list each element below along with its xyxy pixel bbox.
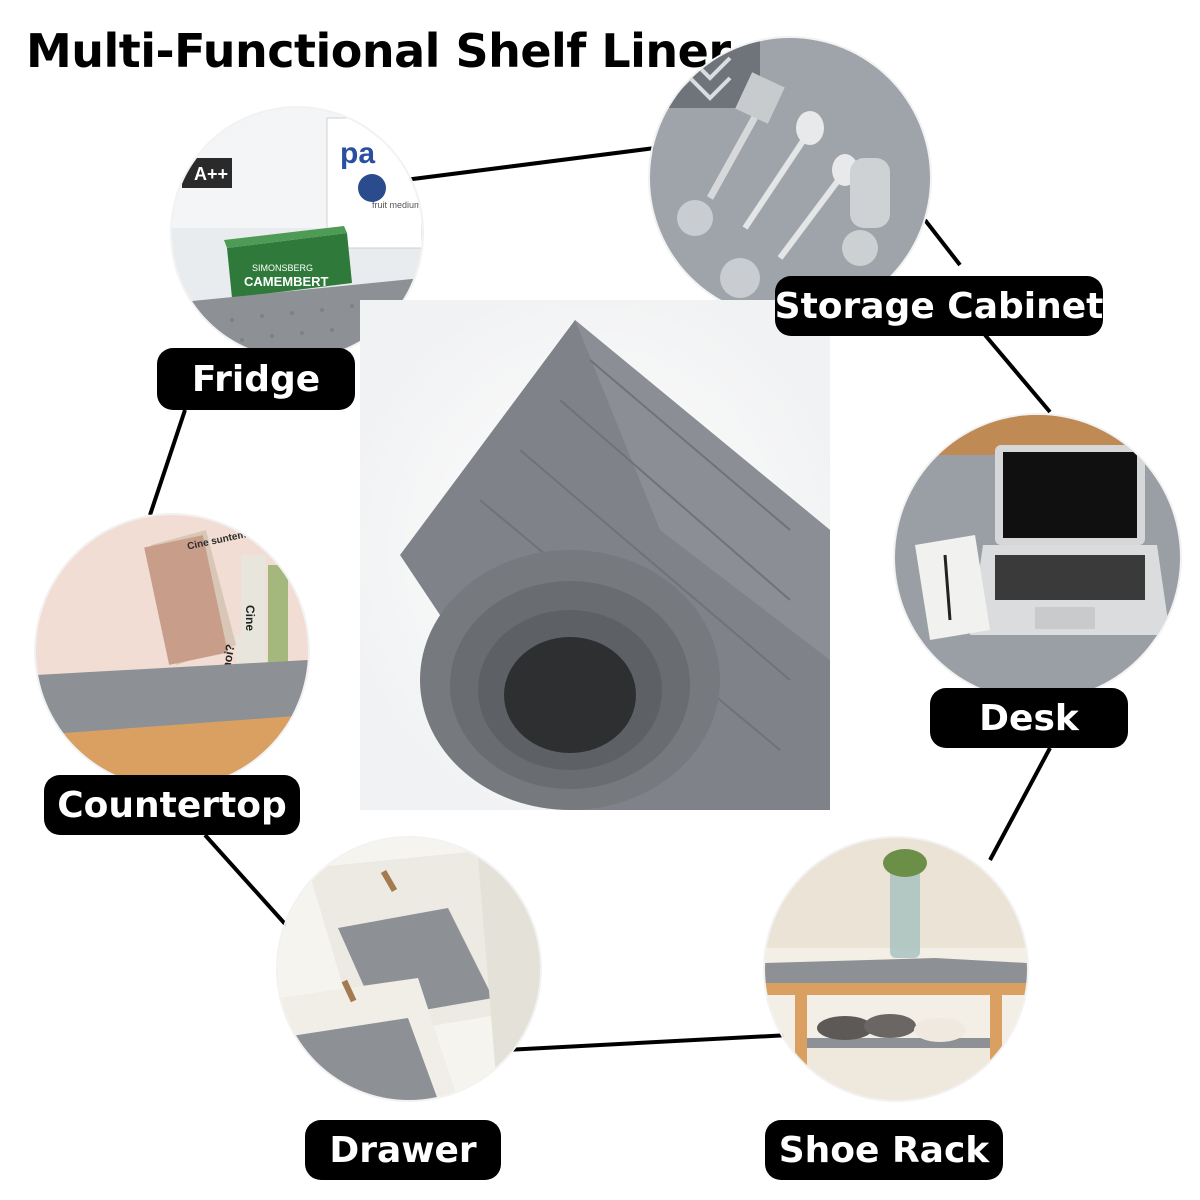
box-top-text: SIMONSBERG [252,263,313,273]
energy-label: A++ [194,164,228,184]
box-main-text: CAMEMBERT [244,274,329,289]
label-desk: Desk [930,688,1128,748]
page-title: Multi-Functional Shelf Liner [26,24,731,78]
label-shoe-rack: Shoe Rack [765,1120,1003,1180]
label-fridge: Fridge [157,348,355,410]
label-countertop: Countertop [44,775,300,835]
shelf-liner-roll [360,300,830,810]
carton-brand: pa [340,137,375,170]
drawer-photo [278,838,540,1100]
countertop-photo: Cine suntem noi? Cine noi? [36,515,308,787]
label-drawer: Drawer [305,1120,501,1180]
shoe-rack-photo [765,838,1027,1100]
desk-photo [895,415,1180,700]
book-spine-1: Cine [243,605,257,631]
book-spine-2: noi? [219,643,237,670]
label-storage-cabinet: Storage Cabinet [775,276,1103,336]
carton-sub: fruit medium [372,200,422,210]
